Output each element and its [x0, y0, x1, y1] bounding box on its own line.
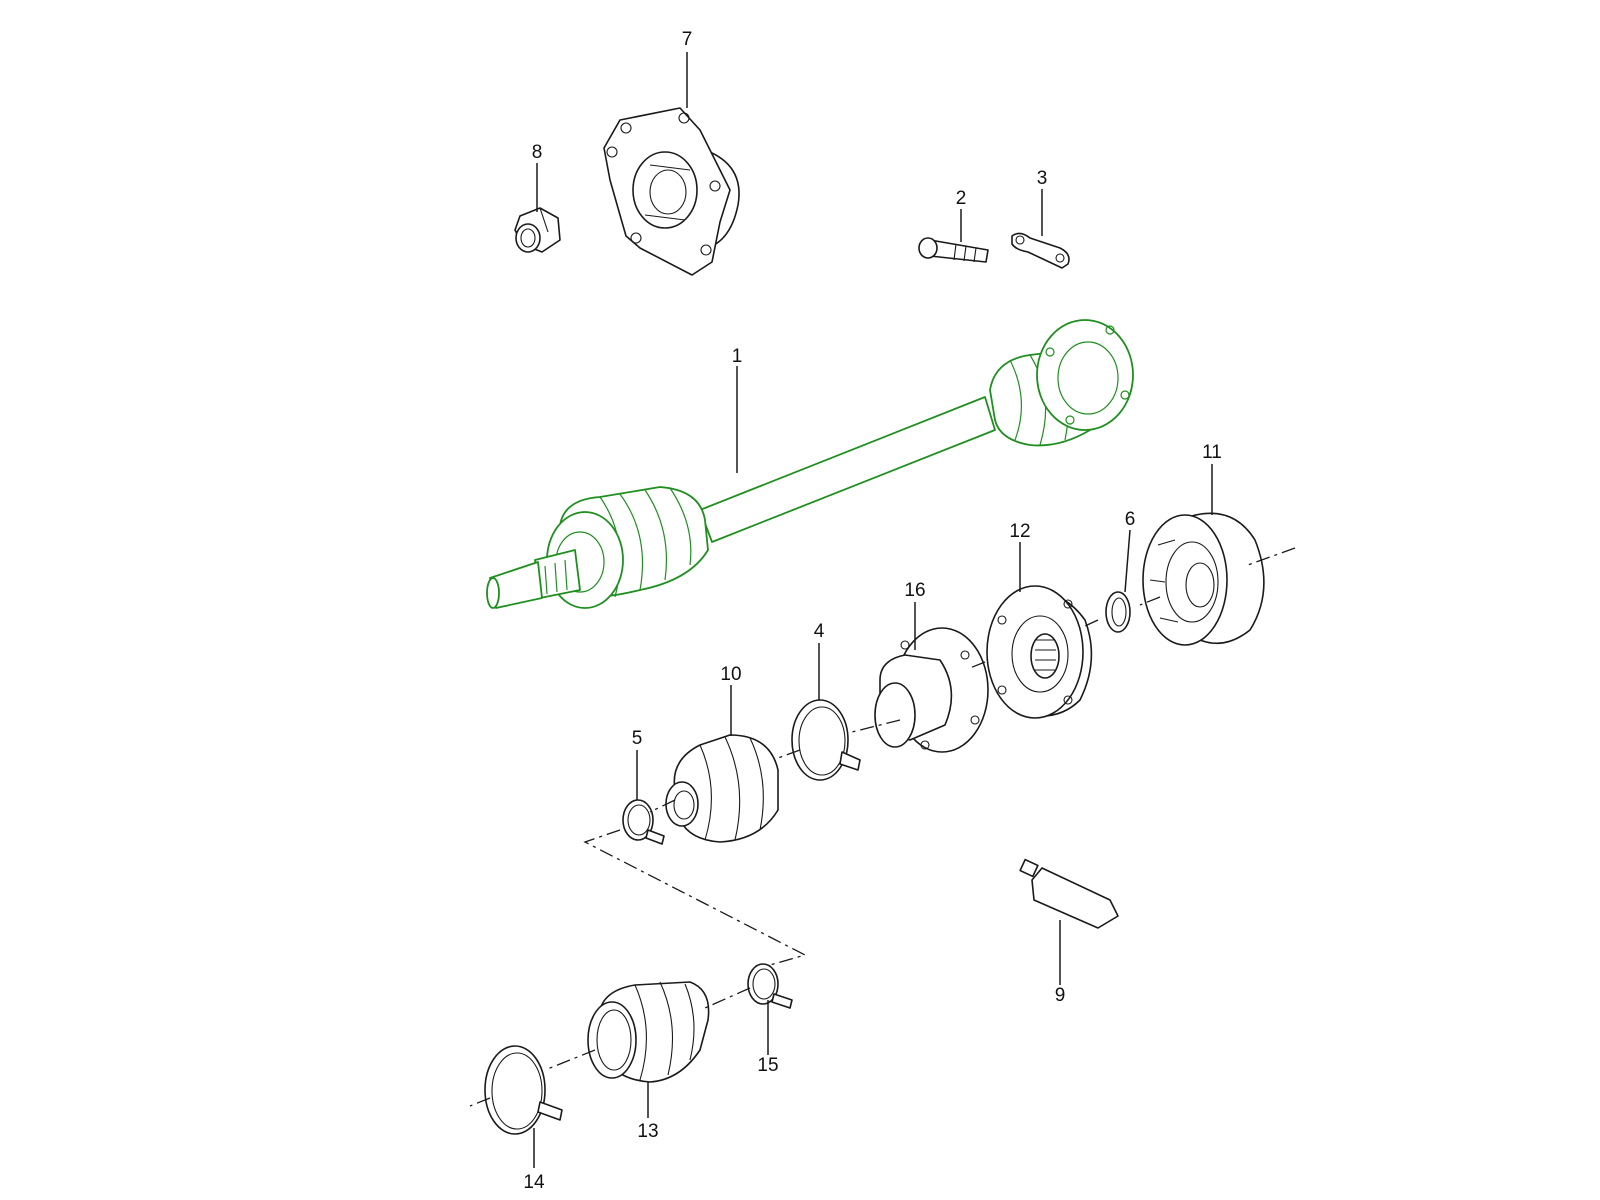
callout-5: 5: [632, 728, 643, 749]
callout-6: 6: [1125, 509, 1136, 530]
part-10-boot[interactable]: [665, 734, 779, 843]
part-9-grease-tube[interactable]: [1019, 858, 1119, 929]
part-5-small-clamp[interactable]: [622, 799, 665, 845]
assembly-center-lines: [469, 547, 1296, 1107]
part-1-drive-shaft[interactable]: [486, 319, 1134, 609]
part-6-circlip[interactable]: [1105, 591, 1131, 633]
part-4-clamp[interactable]: [791, 699, 861, 781]
callout-12: 12: [1009, 521, 1030, 542]
callout-8: 8: [532, 142, 543, 163]
part-14-large-clamp[interactable]: [484, 1045, 563, 1135]
callout-16: 16: [904, 580, 925, 601]
part-7-flange-hub[interactable]: [603, 107, 740, 276]
part-12-cv-joint[interactable]: [986, 585, 1093, 719]
callout-9: 9: [1055, 985, 1066, 1006]
part-16-boot-flange[interactable]: [874, 627, 989, 753]
part-2-bolt[interactable]: [918, 237, 989, 263]
part-8-nut[interactable]: [514, 207, 561, 253]
callout-3: 3: [1037, 168, 1048, 189]
part-15-small-clamp[interactable]: [747, 963, 793, 1009]
callout-1: 1: [732, 346, 743, 367]
callout-14: 14: [523, 1172, 545, 1193]
callout-10: 10: [720, 664, 741, 685]
part-11-joint-cover[interactable]: [1142, 512, 1265, 646]
leader-lines: [533, 52, 1213, 1168]
callout-11: 11: [1202, 442, 1222, 463]
part-13-outer-boot[interactable]: [587, 981, 710, 1083]
callout-labels: 7 8 2 3 1 11 12 6 16 4 10 5 9 15 13 14: [523, 29, 1221, 1193]
callout-4: 4: [814, 621, 825, 642]
callout-2: 2: [956, 188, 967, 209]
callout-15: 15: [757, 1055, 778, 1076]
part-3-lock-plate[interactable]: [1011, 232, 1070, 269]
callout-7: 7: [682, 29, 693, 50]
callout-13: 13: [637, 1121, 658, 1142]
